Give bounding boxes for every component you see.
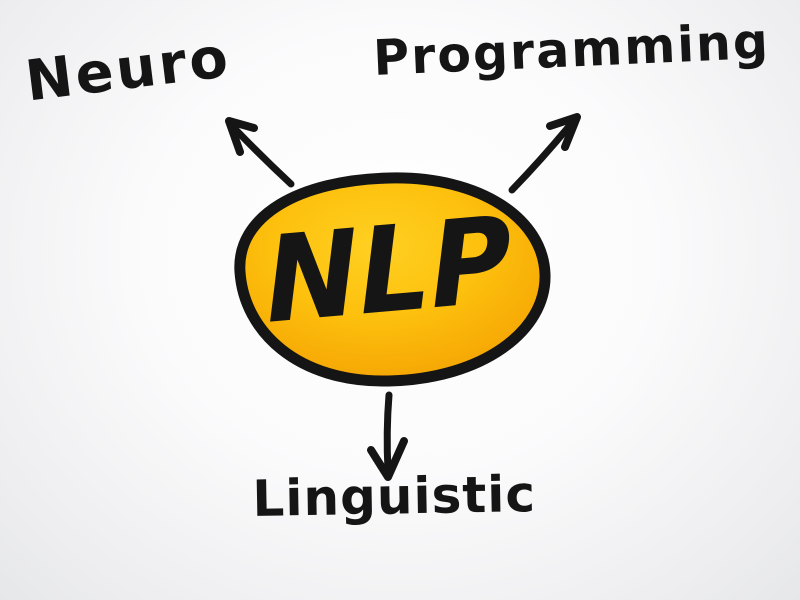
node-label-linguistic: Linguistic <box>252 465 537 528</box>
arrow-to-neuro-icon <box>225 117 295 188</box>
arrow-to-programming-icon <box>508 113 581 194</box>
arrow-to-linguistic-icon <box>367 391 408 481</box>
center-node-label-nlp: NLP <box>256 190 520 352</box>
arrow-group <box>225 113 581 481</box>
center-ellipse <box>234 172 551 387</box>
